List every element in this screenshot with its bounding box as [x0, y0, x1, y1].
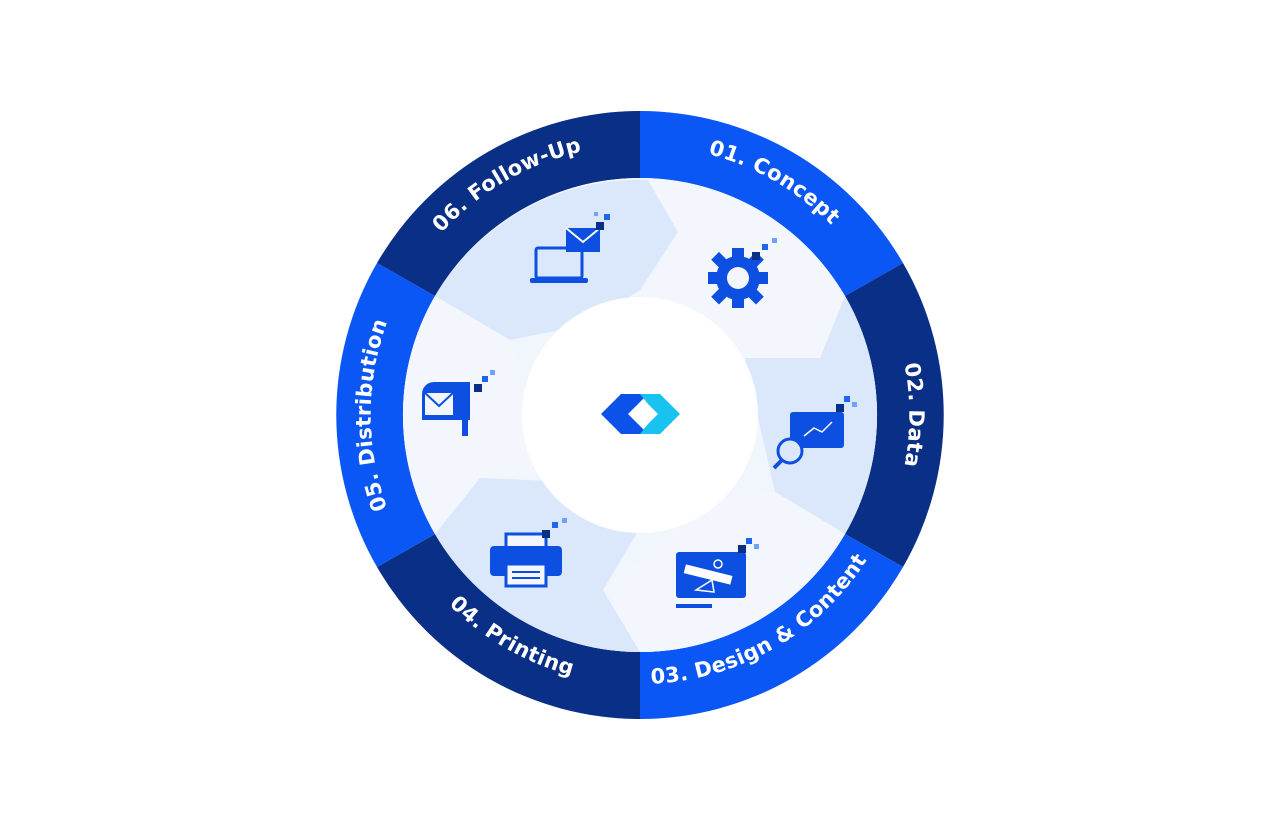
ring-segment-printing	[377, 534, 640, 719]
mailbox-icon	[422, 370, 495, 436]
printer-icon	[490, 518, 567, 588]
ring-segment-follow-up	[377, 111, 640, 296]
gear-icon	[708, 238, 777, 308]
ring-segment-design	[640, 534, 903, 719]
ring-segment-concept	[640, 111, 903, 296]
brand-logo-icon	[601, 394, 680, 434]
center-circle	[522, 297, 758, 533]
ring-segment-data	[845, 263, 944, 567]
design-monitor-icon	[676, 538, 759, 608]
ring-segment-distribution	[336, 263, 435, 567]
laptop-email-icon	[530, 212, 610, 283]
data-analysis-icon	[772, 396, 857, 470]
outer-ring	[336, 111, 944, 719]
